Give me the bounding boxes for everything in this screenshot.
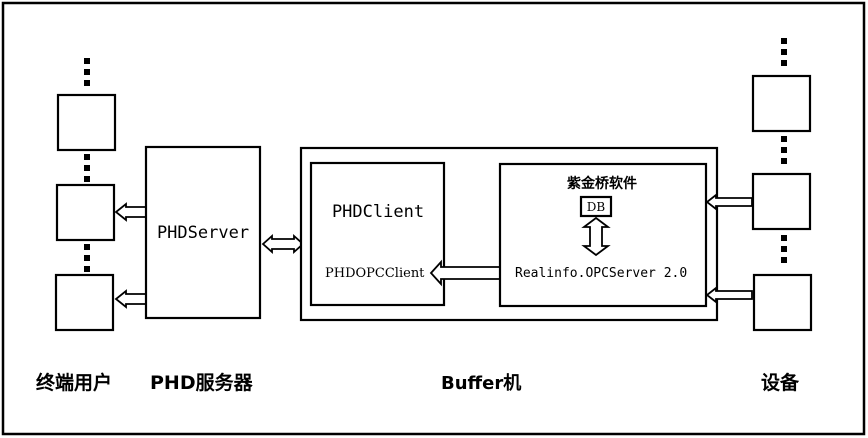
ellipsis-dot: [781, 235, 787, 241]
ellipsis-dot: [84, 255, 90, 261]
db-box: [579, 195, 613, 218]
ellipsis-dot: [84, 165, 90, 171]
caption-phd-server: PHD服务器: [150, 371, 254, 394]
ellipsis-dot: [781, 38, 787, 44]
caption-end-users: 终端用户: [36, 371, 112, 394]
ellipsis-dot: [781, 49, 787, 55]
ellipsis-dot: [84, 58, 90, 64]
phd-server-label: PHDServer: [157, 223, 249, 243]
db-label: DB: [587, 200, 606, 214]
caption-devices: 设备: [761, 371, 800, 394]
ellipsis-dot: [84, 154, 90, 160]
end-user-box-1: [56, 93, 117, 152]
end-user-box-2: [55, 183, 116, 242]
arrow-from-device-3: [705, 286, 753, 304]
ellipsis-dot: [781, 147, 787, 153]
arrow-db-opcserver: [581, 216, 611, 257]
caption-buffer-machine: Buffer机: [441, 373, 521, 394]
phd-client-label: PHDClient: [332, 202, 424, 222]
ellipsis-dot: [781, 246, 787, 252]
end-users-column: [54, 58, 117, 332]
arrow-from-device-2: [705, 193, 753, 211]
ellipsis-dot: [84, 176, 90, 182]
phd-client-box: [309, 161, 446, 307]
end-user-box-3: [54, 273, 115, 332]
phd-opc-client-label: PHDOPCClient: [325, 266, 425, 281]
zijinqiao-software-box: [498, 162, 708, 308]
opc-server-label: Realinfo.OPCServer 2.0: [515, 266, 687, 281]
zijinqiao-software-label: 紫金桥软件: [567, 175, 637, 192]
ellipsis-dot: [781, 136, 787, 142]
ellipsis-dot: [781, 158, 787, 164]
arrow-server-client: [261, 233, 305, 255]
arrow-to-end-user-2: [114, 202, 147, 222]
ellipsis-dot: [781, 257, 787, 263]
device-box-1: [751, 74, 812, 133]
arrow-to-end-user-3: [114, 289, 147, 309]
device-box-2: [751, 172, 812, 231]
device-box-3: [752, 273, 813, 332]
ellipsis-dot: [84, 80, 90, 86]
ellipsis-dot: [84, 244, 90, 250]
ellipsis-dot: [84, 69, 90, 75]
ellipsis-dot: [781, 60, 787, 66]
phd-server-box: [144, 145, 262, 320]
ellipsis-dot: [84, 266, 90, 272]
devices-column: [751, 38, 813, 332]
